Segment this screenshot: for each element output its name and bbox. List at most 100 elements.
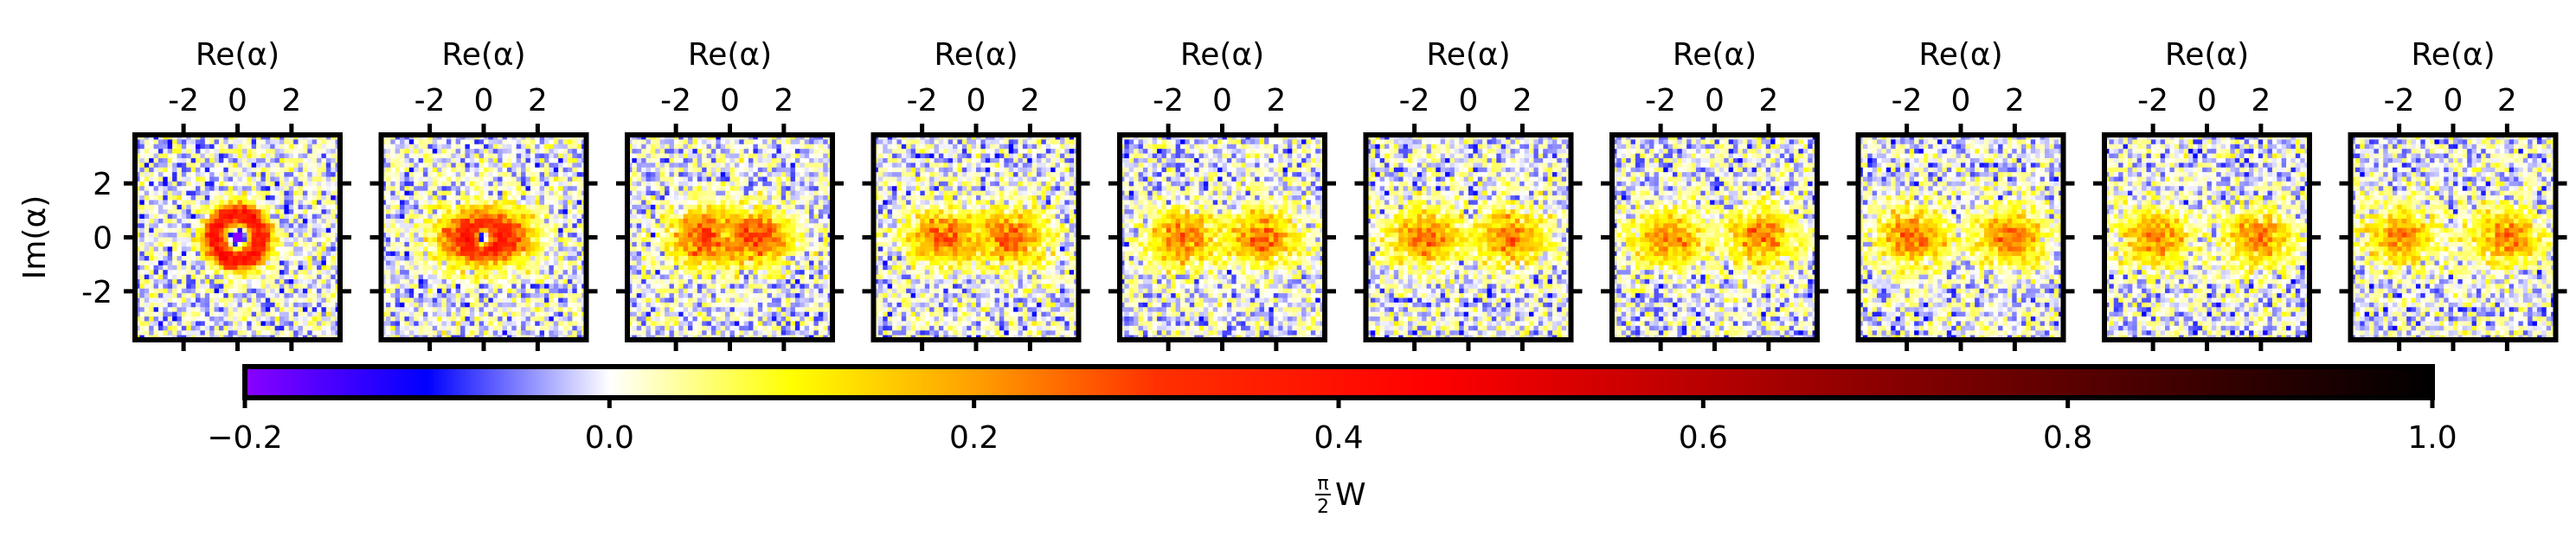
heatmap-cell [163, 326, 168, 331]
heatmap-cell [270, 316, 275, 322]
heatmap-cell [284, 144, 289, 150]
heatmap-cell [427, 312, 433, 317]
heatmap-cell [563, 223, 569, 228]
heatmap-cell [739, 168, 744, 173]
heatmap-cell [540, 270, 545, 275]
heatmap-cell [317, 200, 322, 205]
heatmap-cell [279, 307, 285, 312]
heatmap-cell [525, 289, 530, 294]
heatmap-cell [493, 275, 498, 280]
heatmap-cell [209, 149, 215, 154]
heatmap-cell [409, 242, 414, 247]
heatmap-cell [158, 293, 164, 298]
heatmap-cell [191, 214, 196, 220]
heatmap-cell [517, 238, 522, 243]
heatmap-cell [707, 176, 712, 182]
heatmap-cell [390, 303, 395, 308]
heatmap-cell [409, 205, 414, 210]
heatmap-cell [321, 293, 326, 298]
heatmap-cell [228, 303, 234, 308]
heatmap-cell [800, 219, 805, 224]
heatmap-cell [739, 242, 744, 247]
heatmap-cell [209, 238, 215, 243]
heatmap-cell [400, 228, 405, 233]
heatmap-cell [284, 275, 289, 280]
heatmap-cell [572, 252, 577, 257]
heatmap-cell [641, 191, 646, 196]
heatmap-cell [446, 265, 452, 271]
heatmap-cell [317, 312, 322, 317]
heatmap-cell [498, 284, 503, 289]
heatmap-cell [549, 154, 554, 159]
heatmap-cell [275, 321, 280, 326]
heatmap-cell [791, 205, 796, 210]
heatmap-cell [544, 256, 549, 261]
heatmap-cell [554, 219, 559, 224]
heatmap-cell [182, 205, 187, 210]
heatmap-cell [284, 158, 289, 163]
heatmap-cell [158, 219, 164, 224]
heatmap-cell [511, 168, 517, 173]
heatmap-cell [460, 298, 466, 303]
heatmap-cell [215, 330, 220, 335]
heatmap-cell [572, 303, 577, 308]
heatmap-cell [823, 205, 828, 210]
heatmap-cell [139, 246, 145, 252]
heatmap-cell [549, 246, 554, 252]
heatmap-cell [768, 186, 773, 191]
heatmap-cell [242, 307, 247, 312]
heatmap-cell [312, 312, 318, 317]
heatmap-cell [493, 326, 498, 331]
heatmap-cell [284, 149, 289, 154]
heatmap-cell [697, 214, 703, 220]
heatmap-cell [303, 316, 308, 322]
heatmap-cell [326, 205, 331, 210]
heatmap-cell [781, 163, 787, 168]
heatmap-cell [456, 298, 461, 303]
heatmap-cell [637, 228, 642, 233]
heatmap-cell [507, 191, 512, 196]
heatmap-cell [479, 303, 485, 308]
heatmap-cell [507, 270, 512, 275]
heatmap-cell [465, 172, 470, 177]
heatmap-cell [735, 238, 740, 243]
heatmap-cell [289, 303, 294, 308]
heatmap-cell [517, 205, 522, 210]
heatmap-cell [692, 195, 697, 201]
heatmap-cell [149, 265, 154, 271]
heatmap-cell [646, 209, 652, 214]
heatmap-cell [479, 168, 485, 173]
heatmap-cell [503, 168, 508, 173]
heatmap-cell [776, 242, 781, 247]
heatmap-cell [669, 191, 674, 196]
heatmap-cell [484, 252, 489, 257]
heatmap-cell [433, 214, 438, 220]
heatmap-cell [544, 182, 549, 187]
heatmap-cell [158, 205, 164, 210]
heatmap-cell [781, 172, 787, 177]
heatmap-cell [702, 233, 707, 238]
heatmap-cell [641, 172, 646, 177]
heatmap-cell [172, 154, 177, 159]
heatmap-cell [498, 252, 503, 257]
heatmap-cell [465, 293, 470, 298]
heatmap-cell [177, 176, 182, 182]
heatmap-cell [572, 158, 577, 163]
heatmap-cell [692, 219, 697, 224]
heatmap-cell [228, 289, 234, 294]
heatmap-cell [511, 303, 517, 308]
heatmap-cell [558, 186, 563, 191]
heatmap-cell [182, 307, 187, 312]
heatmap-cell [460, 330, 466, 335]
heatmap-cell [674, 149, 679, 154]
heatmap-cell [674, 242, 679, 247]
heatmap-cell [289, 139, 294, 144]
heatmap-cell [544, 200, 549, 205]
heatmap-cell [168, 209, 173, 214]
heatmap-cell [252, 246, 257, 252]
heatmap-cell [279, 265, 285, 271]
heatmap-cell [154, 233, 159, 238]
heatmap-cell [303, 242, 308, 247]
heatmap-cell [721, 200, 726, 205]
heatmap-cell [540, 191, 545, 196]
